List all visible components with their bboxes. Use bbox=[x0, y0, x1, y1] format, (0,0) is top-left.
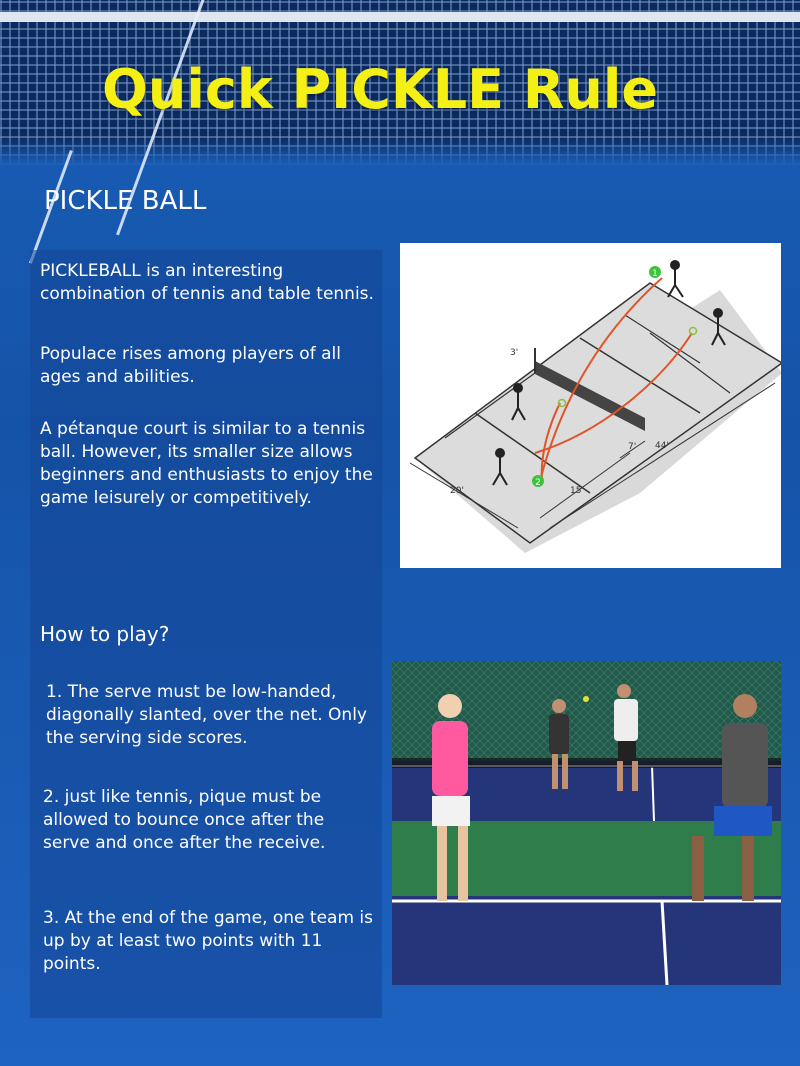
rule-3: 3. At the end of the game, one team is u… bbox=[43, 908, 374, 974]
page-title: Quick PICKLE Rule bbox=[102, 58, 658, 121]
service-dimension-label: 15' bbox=[570, 486, 584, 496]
rule-2: 2. just like tennis, pique must be allow… bbox=[43, 787, 326, 853]
players-photo bbox=[392, 661, 781, 985]
player-1-label: 1 bbox=[652, 269, 658, 279]
court-diagram-svg: 1 2 20' 15' 7' 44' 3' bbox=[409, 260, 784, 553]
player-figure bbox=[549, 699, 569, 789]
photo-net bbox=[392, 758, 781, 768]
player-2-marker bbox=[532, 475, 544, 487]
section-title: PICKLE BALL bbox=[44, 186, 207, 216]
how-to-play-heading: How to play? bbox=[40, 622, 170, 646]
rule-1: 1. The serve must be low-handed, diagona… bbox=[46, 682, 367, 748]
return-arrow bbox=[534, 332, 693, 454]
net-header-image bbox=[0, 0, 800, 165]
content-panel bbox=[30, 250, 382, 1018]
width-dimension-label: 20' bbox=[450, 486, 464, 496]
length-dimension-label: 44' bbox=[655, 441, 669, 451]
net-header-fade bbox=[0, 137, 800, 165]
intro-paragraph-3: A pétanque court is similar to a tennis … bbox=[40, 419, 373, 508]
players-photo-svg bbox=[392, 661, 781, 985]
intro-paragraph-1: PICKLEBALL is an interesting combination… bbox=[40, 261, 374, 304]
court-diagram: 1 2 20' 15' 7' 44' 3' bbox=[400, 243, 784, 568]
player-1-marker bbox=[649, 266, 661, 278]
kitchen-dimension-label: 7' bbox=[628, 442, 636, 452]
ball-icon bbox=[688, 326, 698, 336]
ball-icon bbox=[583, 696, 589, 702]
net-height-label: 3' bbox=[510, 348, 518, 358]
court-net bbox=[535, 361, 645, 431]
intro-paragraph-2: Populace rises among players of all ages… bbox=[40, 344, 341, 387]
near-court bbox=[392, 896, 781, 985]
player-2-label: 2 bbox=[535, 478, 541, 488]
player-figure bbox=[614, 684, 638, 791]
player-icon bbox=[492, 260, 726, 486]
player-figure bbox=[432, 694, 470, 901]
player-figure bbox=[692, 694, 772, 901]
serve-arrow bbox=[539, 277, 663, 482]
ball-icon bbox=[557, 398, 567, 408]
